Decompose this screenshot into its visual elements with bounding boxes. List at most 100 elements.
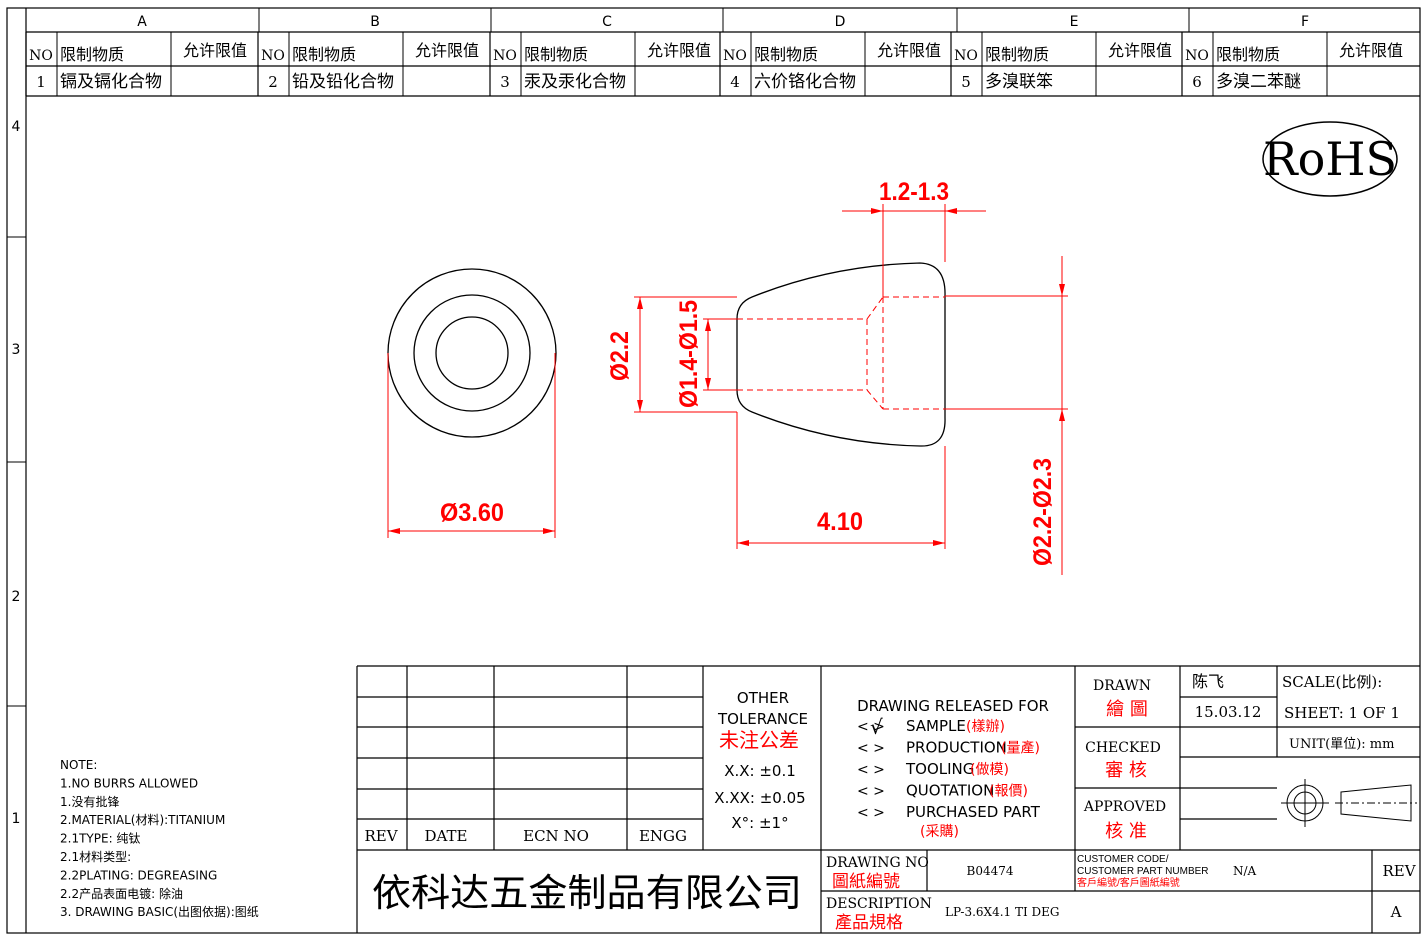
substance-no-header: NO — [493, 48, 517, 64]
substance-name-header: 限制物质 — [524, 45, 588, 64]
tolerance-xxx: X.XX: ±0.05 — [714, 789, 805, 807]
front-view — [387, 268, 557, 438]
checked-label: CHECKED — [1085, 740, 1161, 756]
release-option-cn: (采購) — [920, 824, 959, 840]
release-option-en: TOOLING — [905, 760, 974, 778]
sheet-info: SCALE(比例): SHEET: 1 OF 1 UNIT(單位): mm — [1282, 673, 1400, 752]
substance-no: 6 — [1192, 73, 1202, 91]
release-bracket: < > — [857, 805, 885, 821]
substance-limit-header: 允许限值 — [647, 41, 711, 60]
note-line: 2.2PLATING: DEGREASING — [60, 868, 217, 882]
release-option: < >√SAMPLE(樣辦) — [857, 715, 1005, 739]
dim-1-2-1-3: 1.2-1.3 — [879, 178, 949, 206]
dimension-texts: 1.2-1.3 Ø2.2 Ø1.4-Ø1.5 Ø2.2-Ø2.3 Ø3.60 4… — [440, 178, 1057, 566]
dim-diameter: Ø3.60 — [440, 499, 504, 527]
release-option: < > TOOLING(做模) — [857, 760, 1009, 778]
unit-label: UNIT(單位): mm — [1289, 737, 1394, 752]
zone-row-4: 4 — [12, 119, 21, 135]
substance-no-header: NO — [723, 48, 747, 64]
release-option-en: SAMPLE — [906, 717, 966, 735]
drawing-info: DRAWING NO 圖紙編號 B04474 CUSTOMER CODE/ CU… — [826, 854, 1417, 933]
note-line: NOTE: — [60, 758, 97, 772]
zone-col-e: E — [1070, 14, 1079, 30]
drawn-date: 15.03.12 — [1195, 703, 1262, 721]
release-option: < >PRODUCTION(量產) — [857, 739, 1040, 757]
rev-label: REV — [1382, 862, 1416, 880]
drawn-cn: 繪 圖 — [1106, 699, 1148, 720]
substance-limit-header: 允许限值 — [1339, 41, 1403, 60]
sheet-label: SHEET: 1 OF 1 — [1284, 704, 1400, 722]
release-bracket: < > — [857, 741, 885, 757]
substance-no: 3 — [500, 73, 510, 91]
inner-circle — [435, 316, 509, 390]
approvals: DRAWN 繪 圖 陈飞 15.03.12 CHECKED 審 核 APPROV… — [1083, 672, 1262, 842]
tolerance-cn: 未注公差 — [719, 728, 799, 752]
substance-no-header: NO — [1185, 48, 1209, 64]
substance-table — [26, 65, 1420, 97]
zone-col-c: C — [602, 14, 612, 30]
release-bracket: < > — [857, 762, 885, 778]
ecn-header: ECN NO — [523, 827, 589, 845]
tolerance-title: TOLERANCE — [717, 710, 808, 728]
drawing-no-cn: 圖紙編號 — [832, 872, 900, 892]
zone-rows: 4 3 2 1 — [12, 119, 21, 827]
substance-name: 六价铬化合物 — [754, 72, 856, 92]
part-outline — [736, 262, 946, 447]
revision-header: REV DATE ECN NO ENGG — [364, 827, 687, 845]
substance-limit-header: 允许限值 — [183, 41, 247, 60]
release-option-cn: (報價) — [989, 783, 1028, 800]
zone-col-f: F — [1301, 14, 1309, 30]
substance-no-header: NO — [29, 48, 53, 64]
company-name: 依科达五金制品有限公司 — [372, 871, 802, 915]
zone-columns: A B C D E F — [137, 14, 1309, 30]
customer-value: N/A — [1233, 864, 1257, 878]
note-line: 2.1材料类型: — [60, 850, 131, 864]
substance-name: 汞及汞化合物 — [524, 72, 626, 92]
description-label: DESCRIPTION — [826, 896, 932, 912]
approved-label: APPROVED — [1083, 799, 1166, 815]
zone-col-d: D — [835, 14, 846, 30]
notes: NOTE:1.NO BURRS ALLOWED1.没有批锋2.MATERIAL(… — [60, 758, 259, 919]
substance-group: NO 限制物质 允许限值 3 汞及汞化合物 — [489, 32, 711, 96]
note-line: 1.NO BURRS ALLOWED — [60, 776, 198, 790]
release-block: DRAWING RELEASED FOR — [857, 697, 1049, 715]
substance-no: 2 — [268, 73, 278, 91]
customer-label-1: CUSTOMER CODE/ — [1077, 854, 1169, 865]
dim-od-small: Ø2.2 — [606, 331, 634, 381]
dim-bore: Ø1.4-Ø1.5 — [675, 300, 703, 408]
substance-no-header: NO — [261, 48, 285, 64]
check-icon: √ — [870, 715, 883, 739]
zone-row-3: 3 — [12, 342, 21, 358]
dim-length: 4.10 — [817, 508, 863, 536]
release-option-cn: (做模) — [970, 762, 1009, 778]
substance-name: 铅及铅化合物 — [292, 72, 394, 92]
note-line: 1.没有批锋 — [60, 794, 119, 809]
release-option: < >PURCHASED PART(采購) — [857, 803, 1041, 840]
drawing-no-label: DRAWING NO — [826, 855, 929, 871]
zone-row-1: 1 — [12, 811, 21, 827]
substance-name: 多溴联笨 — [985, 72, 1053, 92]
rohs-label: RoHS — [1263, 132, 1397, 186]
date-header: DATE — [425, 827, 468, 845]
zone-col-b: B — [370, 14, 380, 30]
release-title: DRAWING RELEASED FOR — [857, 697, 1049, 715]
dim-od-large: Ø2.2-Ø2.3 — [1029, 458, 1057, 566]
release-option-cn: (樣辦) — [966, 718, 1005, 735]
substance-name-header: 限制物质 — [985, 45, 1049, 64]
release-option-en: QUOTATION — [906, 782, 994, 800]
dimension-lines — [387, 204, 1068, 575]
tolerance-angle: X°: ±1° — [731, 814, 788, 832]
substance-name-header: 限制物质 — [1216, 45, 1280, 64]
substance-no: 1 — [36, 73, 46, 91]
substance-name-header: 限制物质 — [292, 45, 356, 64]
release-option: < > QUOTATION(報價) — [857, 782, 1028, 800]
drawn-by: 陈飞 — [1192, 672, 1224, 691]
substance-limit-header: 允许限值 — [1108, 41, 1172, 60]
release-bracket: < > — [857, 784, 885, 800]
